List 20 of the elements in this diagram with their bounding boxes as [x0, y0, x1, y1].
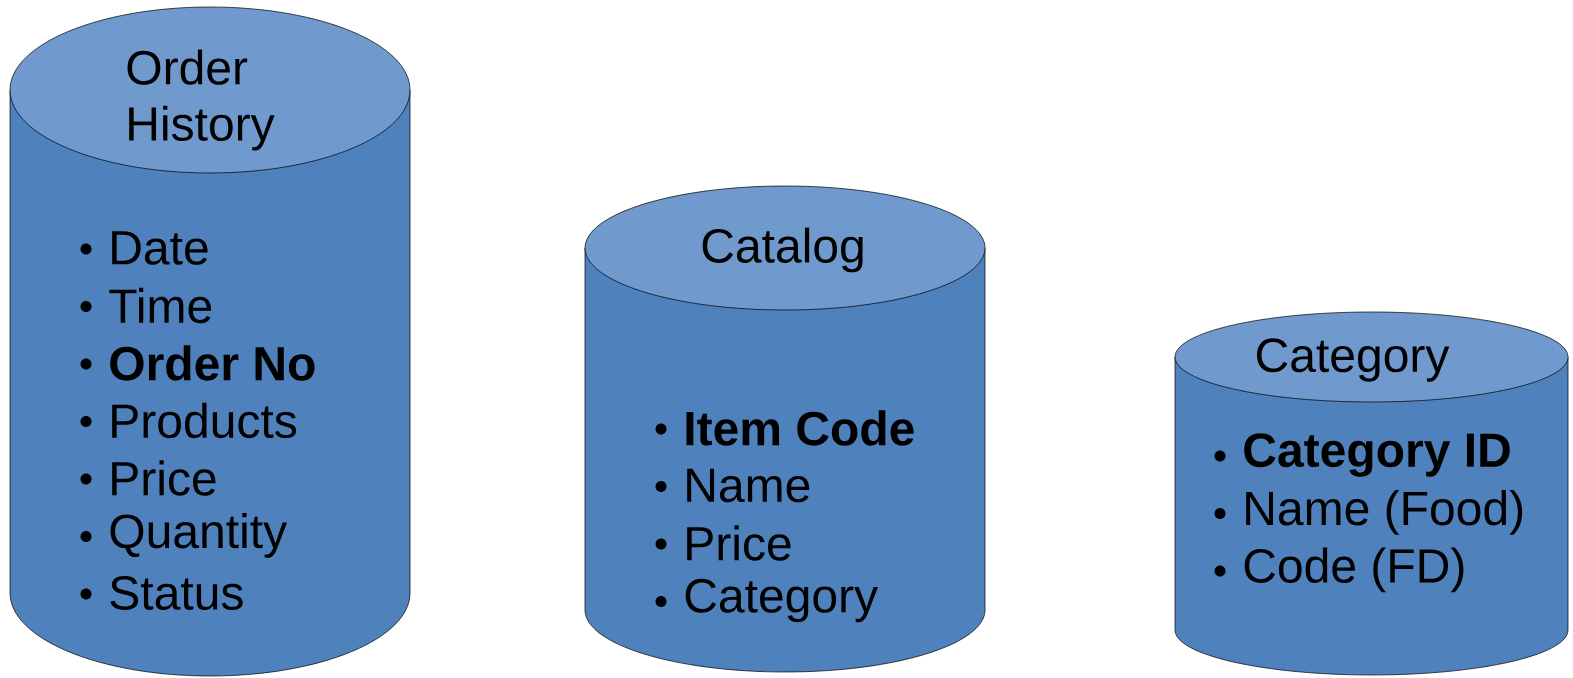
list-item: Order No — [110, 345, 315, 381]
list-item: Time — [109, 287, 212, 324]
database-cylinder — [584, 185, 986, 673]
list-item: Category — [685, 578, 879, 623]
cylinder-title: Catalog — [702, 227, 863, 273]
list-item: Name — [687, 468, 810, 503]
database-cylinder — [9, 6, 411, 677]
cylinder-title: Order History — [127, 49, 275, 151]
database-cylinder — [1174, 311, 1569, 676]
list-item: Price — [687, 525, 791, 561]
list-item: Item Code — [686, 410, 914, 446]
cylinder-title: Category — [1257, 338, 1450, 382]
list-item: Products — [112, 402, 297, 439]
list-item: Status — [110, 576, 243, 610]
list-item: Code (FD) — [1244, 547, 1464, 593]
list-item: Quantity — [110, 513, 288, 558]
list-item: Name (Food) — [1246, 490, 1523, 535]
list-item: Date — [112, 231, 208, 265]
list-item: Price — [112, 460, 216, 496]
list-item: Category ID — [1244, 433, 1510, 477]
